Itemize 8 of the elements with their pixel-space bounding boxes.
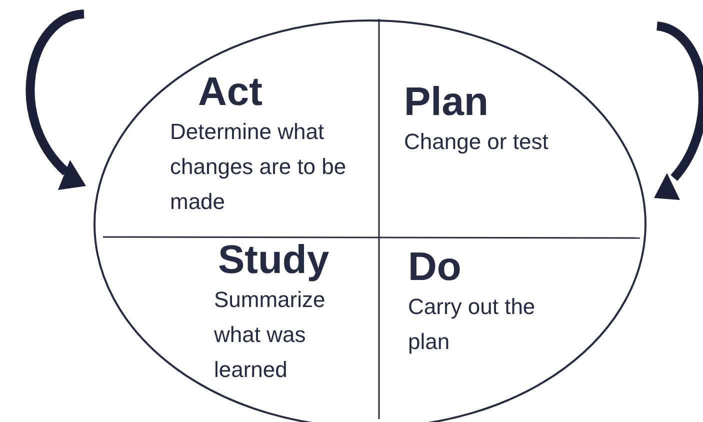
- quadrant-description: Determine what changes are to be made: [170, 118, 348, 216]
- quadrant-heading: Act: [198, 70, 262, 114]
- quadrant-description: Carry out the plan: [408, 293, 536, 356]
- quadrant-description: Summarize what was learned: [214, 286, 326, 384]
- quadrant-description: Change or test: [404, 128, 550, 156]
- quadrant-heading: Plan: [404, 80, 488, 124]
- quadrant-heading: Study: [218, 238, 330, 282]
- quadrant-heading: Do: [408, 245, 462, 289]
